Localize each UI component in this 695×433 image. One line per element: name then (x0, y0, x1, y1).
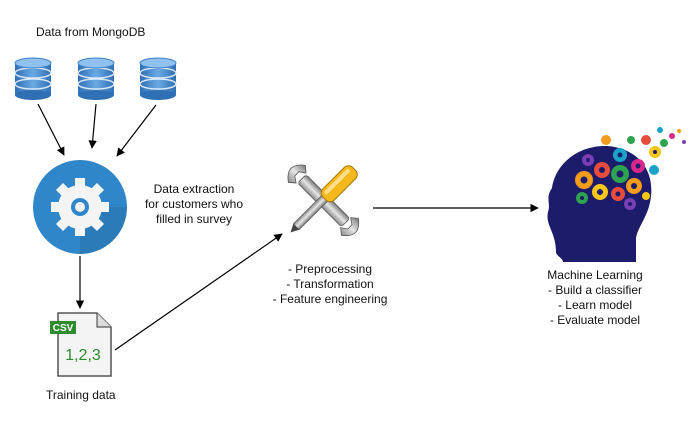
training-label: Training data (46, 388, 116, 402)
extraction-line-1: Data extraction (153, 182, 235, 196)
database-icon-1 (14, 57, 52, 101)
arrow-db1-to-gear (37, 103, 65, 156)
gear-icon (33, 160, 127, 254)
ml-step-3: - Evaluate model (549, 313, 641, 327)
arrow-db3-to-gear (116, 104, 157, 157)
csv-content-text: 1,2,3 (65, 347, 101, 364)
ml-step-1: - Build a classifier (547, 283, 643, 297)
ml-step-2: - Learn model (557, 298, 633, 312)
csv-badge-text: CSV (53, 323, 74, 334)
extraction-line-3: filled in survey (155, 212, 233, 226)
ml-block: Machine Learning - Build a classifier - … (533, 268, 657, 328)
processing-step-2: - Transformation (286, 277, 374, 291)
source-label: Data from MongoDB (36, 25, 146, 39)
extraction-label: Data extraction for customers who filled… (136, 182, 252, 227)
brain-gears-head-icon (547, 127, 686, 262)
csv-file-icon: CSV 1,2,3 (50, 312, 112, 377)
database-icon-3 (139, 57, 177, 101)
processing-steps: - Preprocessing - Transformation - Featu… (260, 262, 400, 307)
processing-step-3: - Feature engineering (272, 292, 388, 306)
extraction-line-2: for customers who (144, 197, 244, 211)
arrow-db2-to-gear (88, 103, 97, 149)
processing-step-1: - Preprocessing (287, 262, 373, 276)
database-icon-2 (77, 57, 115, 101)
wrench-screwdriver-icon (287, 164, 360, 237)
arrow-csv-to-tools (114, 233, 283, 351)
ml-title: Machine Learning (547, 268, 643, 282)
